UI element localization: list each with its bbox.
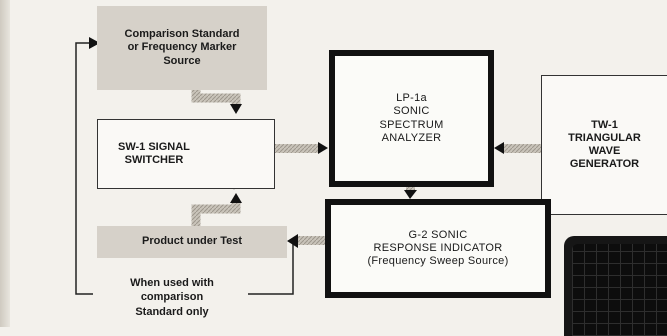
signal-switcher-block: SW-1 SIGNAL SWITCHER — [97, 119, 275, 189]
comparison-source-block: Comparison Standard or Frequency Marker … — [97, 6, 267, 90]
oscilloscope-grid — [572, 244, 667, 336]
connector-switcher-to-analyzer — [275, 144, 318, 153]
oscilloscope-screen-icon — [564, 236, 667, 336]
connection-lines — [75, 37, 541, 295]
arrow-left-icon — [494, 142, 504, 154]
arrow-down-icon-2 — [404, 190, 417, 199]
triangular-wave-block: TW-1 TRIANGULAR WAVE GENERATOR — [541, 75, 667, 215]
connector-indicator-to-product — [297, 236, 325, 245]
signal-switcher-label: SW-1 SIGNAL SWITCHER — [118, 140, 190, 166]
feedback-line — [75, 42, 93, 295]
arrow-left-icon-2 — [287, 234, 298, 248]
spectrum-analyzer-label: LP-1a SONIC SPECTRUM ANALYZER — [379, 92, 444, 144]
triangular-wave-label: TW-1 TRIANGULAR WAVE GENERATOR — [568, 118, 641, 171]
arrow-right-icon — [318, 142, 328, 154]
comparison-source-label: Comparison Standard or Frequency Marker … — [124, 28, 240, 67]
connector-generator-to-analyzer — [504, 144, 541, 153]
spectrum-analyzer-block: LP-1a SONIC SPECTRUM ANALYZER — [329, 50, 494, 187]
feedback-arrow-icon — [89, 37, 100, 49]
connector-analyzer-to-indicator — [406, 187, 415, 191]
feedback-line-right — [248, 242, 294, 295]
page-edge — [0, 0, 10, 327]
product-under-test-label: Product under Test — [141, 235, 243, 248]
response-indicator-label: G-2 SONIC RESPONSE INDICATOR (Frequency … — [367, 228, 509, 268]
arrow-down-icon — [230, 104, 242, 114]
product-under-test-block: Product under Test — [97, 226, 287, 258]
comparison-note: When used with comparison Standard only — [130, 277, 214, 318]
response-indicator-block: G-2 SONIC RESPONSE INDICATOR (Frequency … — [325, 199, 551, 298]
connector-source-to-switcher — [191, 90, 241, 104]
connector-product-to-switcher — [191, 203, 241, 226]
arrow-up-icon — [230, 193, 242, 203]
